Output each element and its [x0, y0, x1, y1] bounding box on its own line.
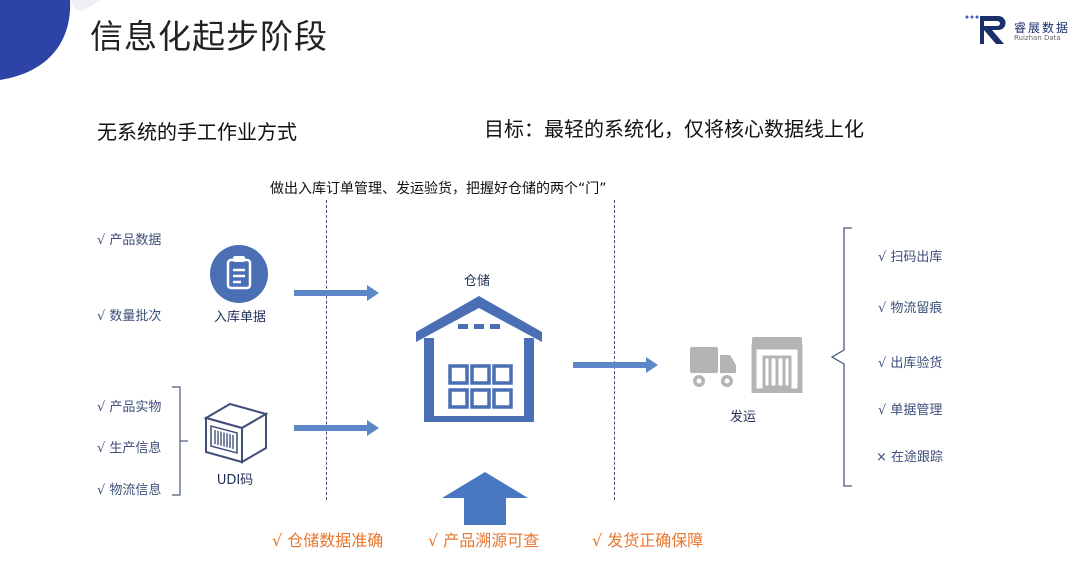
brand-logo: 睿展数据 Ruizhan Data: [964, 12, 1074, 48]
item-inspect: √ 出库验货: [878, 356, 943, 371]
page-title: 信息化起步阶段: [90, 17, 328, 56]
item-logistics: √ 物流信息: [97, 483, 162, 498]
clipboard-icon: [210, 245, 268, 303]
item-batch: √ 数量批次: [97, 309, 162, 324]
left-heading: 无系统的手工作业方式: [97, 120, 297, 144]
outcome-accurate: √ 仓储数据准确: [272, 531, 384, 550]
middle-note: 做出入库订单管理、发运验货，把握好仓储的两个“门”: [270, 181, 607, 197]
warehouse-icon: [412, 290, 546, 426]
arrow-inbound: [294, 285, 379, 301]
item-docs: √ 单据管理: [878, 403, 943, 418]
up-arrow-icon: [440, 470, 530, 525]
inbound-label: 入库单据: [213, 310, 266, 325]
corner-decoration: [0, 0, 120, 80]
item-physical: √ 产品实物: [97, 400, 162, 415]
outcome-traceable: √ 产品溯源可查: [428, 531, 540, 550]
divider-right: [614, 200, 615, 500]
logo-text-cn: 睿展数据: [1014, 21, 1071, 35]
arrow-outbound: [573, 357, 658, 373]
item-production: √ 生产信息: [97, 441, 162, 456]
arrow-udi: [294, 420, 379, 436]
item-scan-out: √ 扫码出库: [878, 250, 943, 265]
logo-text-en: Ruizhan Data: [1014, 34, 1061, 42]
item-trace: √ 物流留痕: [878, 301, 943, 316]
shipping-label: 发运: [729, 410, 756, 425]
outcome-correct: √ 发货正确保障: [592, 531, 704, 550]
item-transit: × 在途跟踪: [876, 450, 944, 465]
right-heading: 目标：最轻的系统化，仅将核心数据线上化: [484, 117, 864, 141]
left-bracket: [170, 385, 190, 497]
udi-label: UDI码: [216, 473, 254, 488]
right-brace: [826, 226, 856, 488]
warehouse-label: 仓储: [463, 274, 490, 289]
udi-box-icon: [196, 400, 274, 466]
truck-icon: [688, 343, 738, 391]
item-product-data: √ 产品数据: [97, 233, 162, 248]
storefront-icon: [750, 335, 804, 394]
divider-left: [326, 200, 327, 500]
